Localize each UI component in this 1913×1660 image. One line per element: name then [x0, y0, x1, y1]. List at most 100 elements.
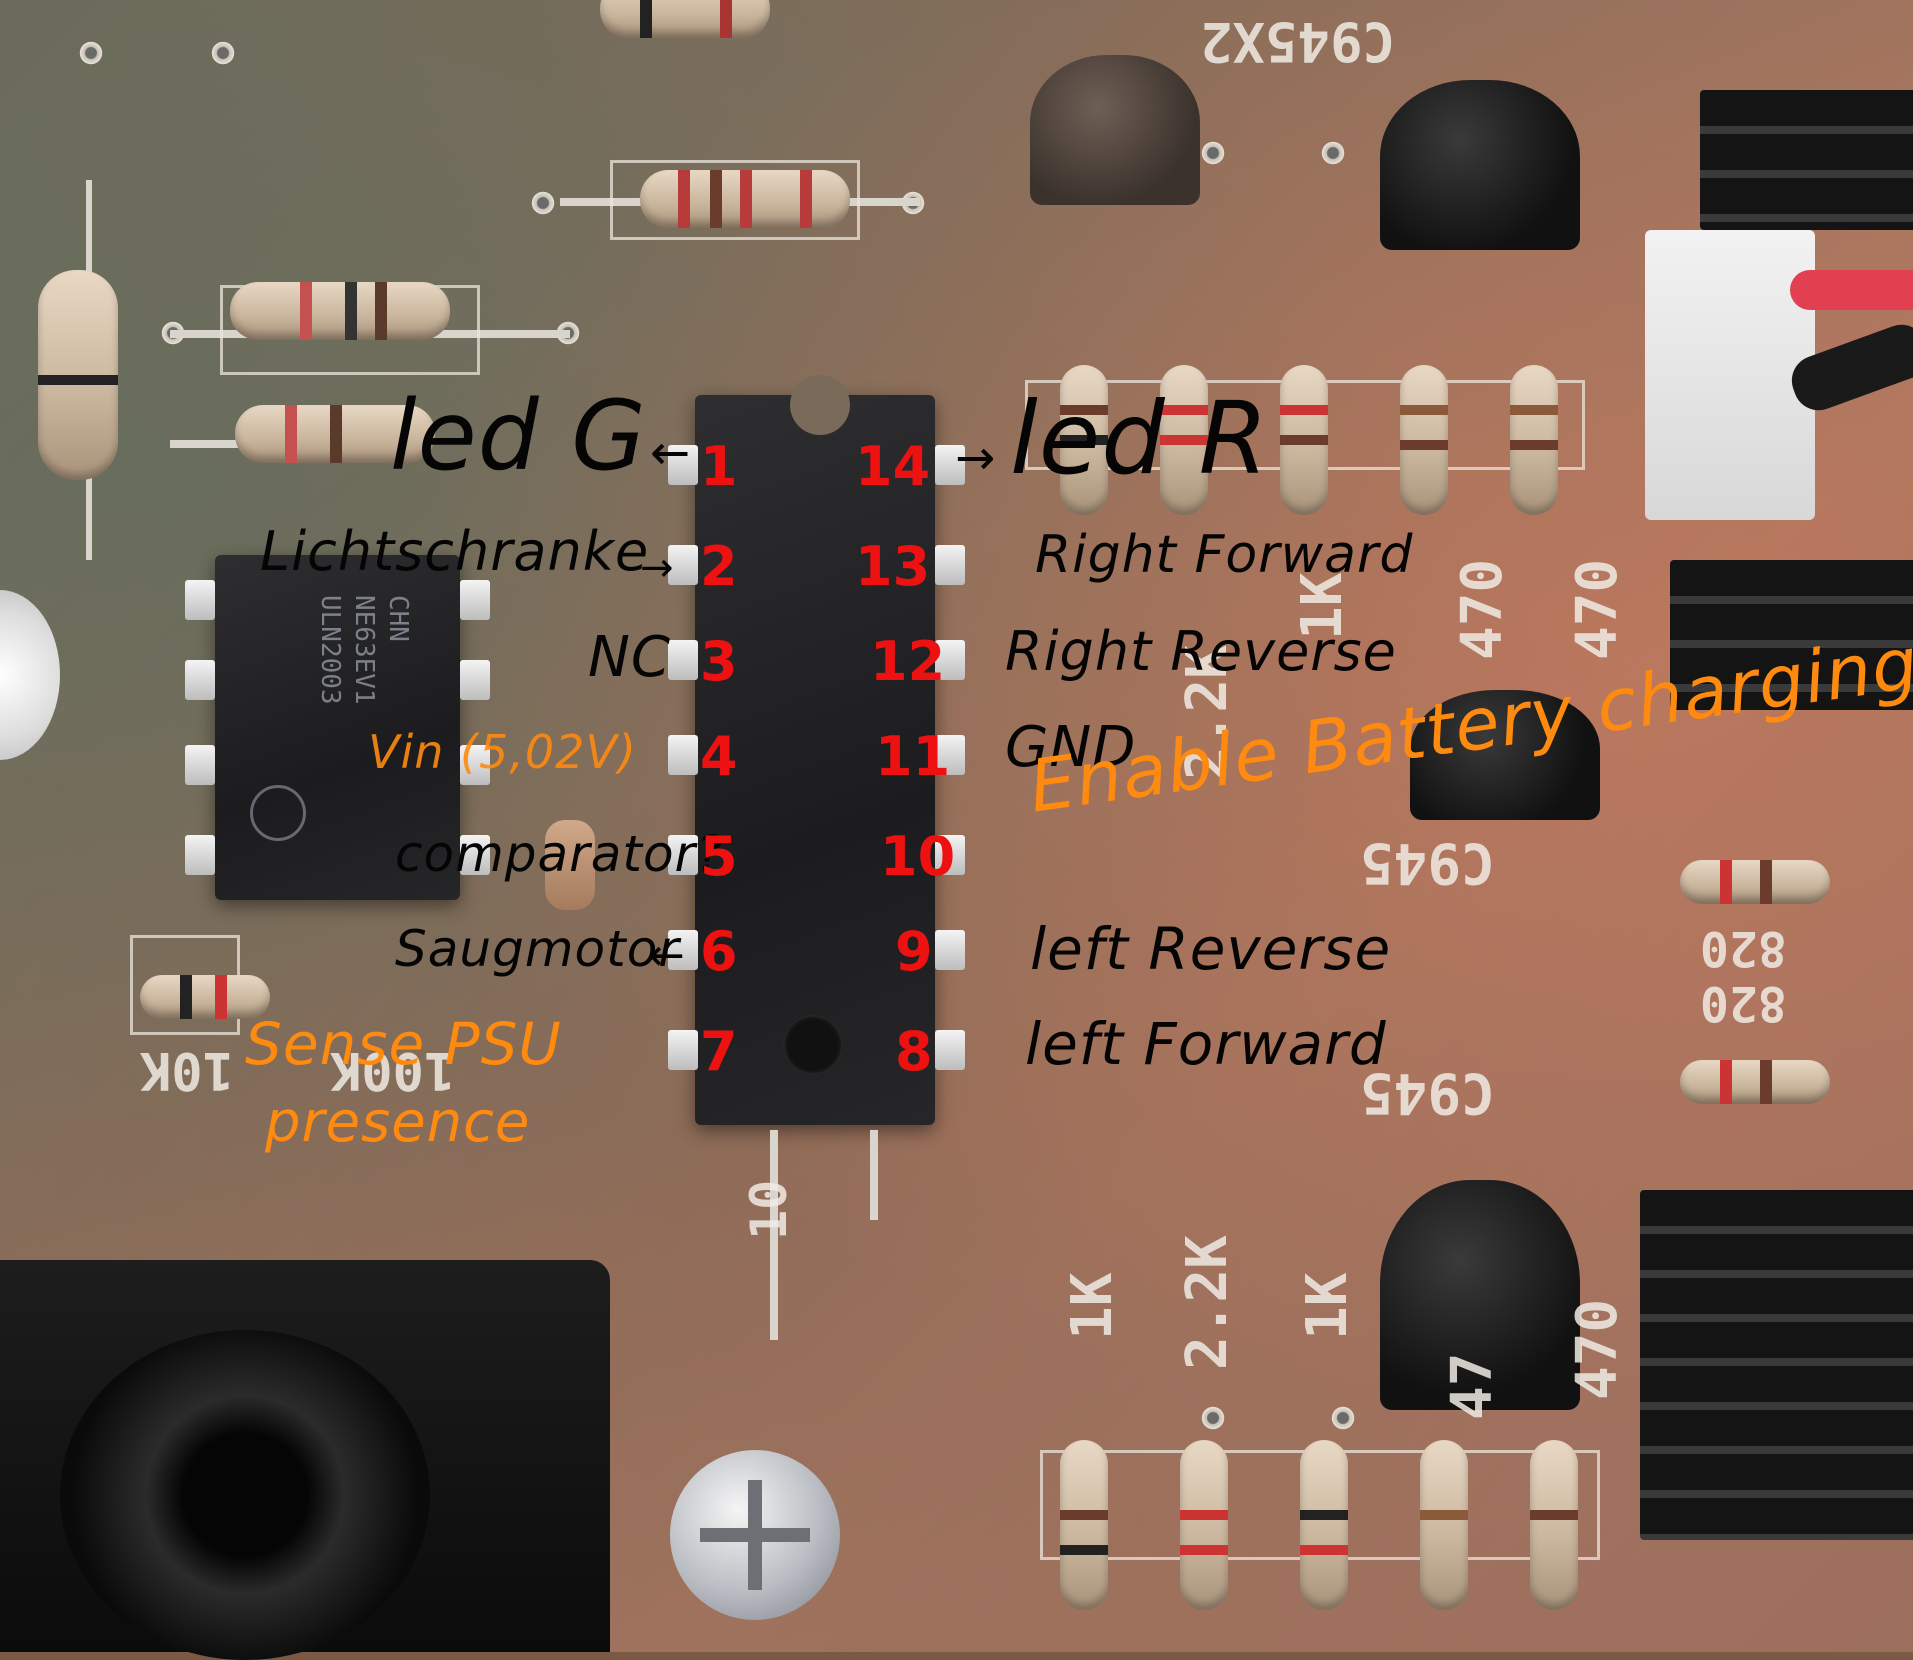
label-nc: NC: [588, 625, 671, 690]
silk-label: 10: [740, 1179, 798, 1240]
ic-pin: [460, 745, 490, 785]
ic-pin: [935, 445, 965, 485]
chip-marking: ULN2003: [315, 595, 345, 705]
pin-number: 5: [700, 825, 738, 888]
resistor: [1160, 365, 1208, 515]
wire-connector: [1645, 230, 1815, 520]
chip-dimple: [783, 1015, 843, 1075]
pin-number: 1: [700, 435, 738, 498]
silk-label: 470: [1565, 558, 1630, 660]
pin-number: 11: [875, 725, 951, 788]
pin-number: 6: [700, 920, 738, 983]
ic-pin: [935, 835, 965, 875]
pin-number: 9: [895, 920, 933, 983]
ic-pin: [668, 735, 698, 775]
silk-label: 10K: [140, 1040, 234, 1100]
pin-number: 12: [870, 630, 946, 693]
resistor: [38, 270, 118, 480]
ic-pin: [185, 660, 215, 700]
pin-number: 13: [855, 535, 931, 598]
arrow-left-icon: ←: [648, 930, 685, 981]
component-lead: [870, 1130, 878, 1220]
silk-label: 47: [1440, 1352, 1505, 1420]
ic-pin: [460, 580, 490, 620]
silk-label: C945X2: [1200, 10, 1396, 73]
resistor: [1530, 1440, 1578, 1610]
label-left-reverse: left Reverse: [1030, 915, 1392, 983]
resistor: [230, 282, 450, 340]
resistor: [1060, 1440, 1108, 1610]
ic-pin: [668, 445, 698, 485]
resistor: [1060, 365, 1108, 515]
label-right-reverse: Right Reverse: [1005, 620, 1397, 683]
ic-pin: [935, 1030, 965, 1070]
solder-pad: [78, 40, 104, 66]
label-gnd: GND: [1005, 715, 1137, 780]
led-component: [0, 590, 60, 760]
ic-pin: [935, 640, 965, 680]
solder-pad: [530, 190, 556, 216]
label-led-g: led G: [390, 380, 647, 492]
ic-pin: [185, 580, 215, 620]
red-wire: [1790, 270, 1913, 310]
silk-label: C945: [1360, 830, 1495, 895]
chip-notch: [790, 375, 850, 435]
silk-label: 820: [1700, 975, 1787, 1031]
dc-jack-barrel: [60, 1330, 430, 1660]
component-lead: [770, 1130, 778, 1340]
label-saugmotor: Saugmotor: [395, 920, 680, 978]
transistor: [1030, 55, 1200, 205]
pin-number: 7: [700, 1020, 738, 1083]
ic-pin: [668, 545, 698, 585]
arrow-right-icon: →: [955, 430, 996, 486]
silk-label: 470: [1450, 558, 1515, 660]
ic-pin: [668, 640, 698, 680]
pin-number: 2: [700, 535, 738, 598]
label-right-forward: Right Forward: [1035, 525, 1414, 585]
silk-label: 1K: [1295, 1272, 1360, 1340]
label-lichtschranke: Lichtschranke: [260, 520, 650, 583]
pin-number: 14: [855, 435, 931, 498]
ic-pin: [935, 545, 965, 585]
resistor: [1300, 1440, 1348, 1610]
heatsink: [1700, 90, 1913, 230]
label-left-forward: left Forward: [1025, 1010, 1387, 1078]
screw-icon: [670, 1450, 840, 1620]
chip-marking: CHN: [383, 595, 413, 642]
resistor: [140, 975, 270, 1019]
solder-pad: [1200, 1405, 1226, 1431]
solder-pad: [1330, 1405, 1356, 1431]
label-led-r: led R: [1010, 380, 1270, 497]
small-ic-chip: CHN NE63EV1 ULN2003: [215, 555, 460, 900]
silk-label: 2.2K: [1175, 1235, 1240, 1370]
heatsink: [1670, 560, 1913, 710]
solder-pad: [1200, 140, 1226, 166]
pin-number: 10: [880, 825, 956, 888]
resistor: [1420, 1440, 1468, 1610]
silk-label: 470: [1565, 1298, 1630, 1400]
resistor: [1400, 365, 1448, 515]
ic-pin: [185, 835, 215, 875]
arrow-left-icon: ←: [650, 425, 691, 481]
chip-marking: NE63EV1: [349, 595, 379, 705]
st-logo-icon: [250, 785, 306, 841]
solder-pad: [1320, 140, 1346, 166]
ic-pin: [668, 1030, 698, 1070]
pin-number: 3: [700, 630, 738, 693]
resistor: [1680, 1060, 1830, 1104]
silk-label: 1K: [1060, 1272, 1125, 1340]
solder-pad: [210, 40, 236, 66]
ic-pin: [668, 930, 698, 970]
ic-pin: [935, 735, 965, 775]
resistor: [1180, 1440, 1228, 1610]
label-presence: presence: [265, 1090, 531, 1155]
transistor: [1380, 1180, 1580, 1410]
silk-outline: [610, 160, 860, 240]
heatsink: [1640, 1190, 1913, 1540]
silk-label: 820: [1700, 920, 1787, 976]
resistor: [640, 170, 850, 228]
label-comparator: comparator?: [395, 825, 724, 883]
resistor: [600, 0, 770, 38]
label-sense-psu: Sense PSU: [245, 1010, 562, 1078]
